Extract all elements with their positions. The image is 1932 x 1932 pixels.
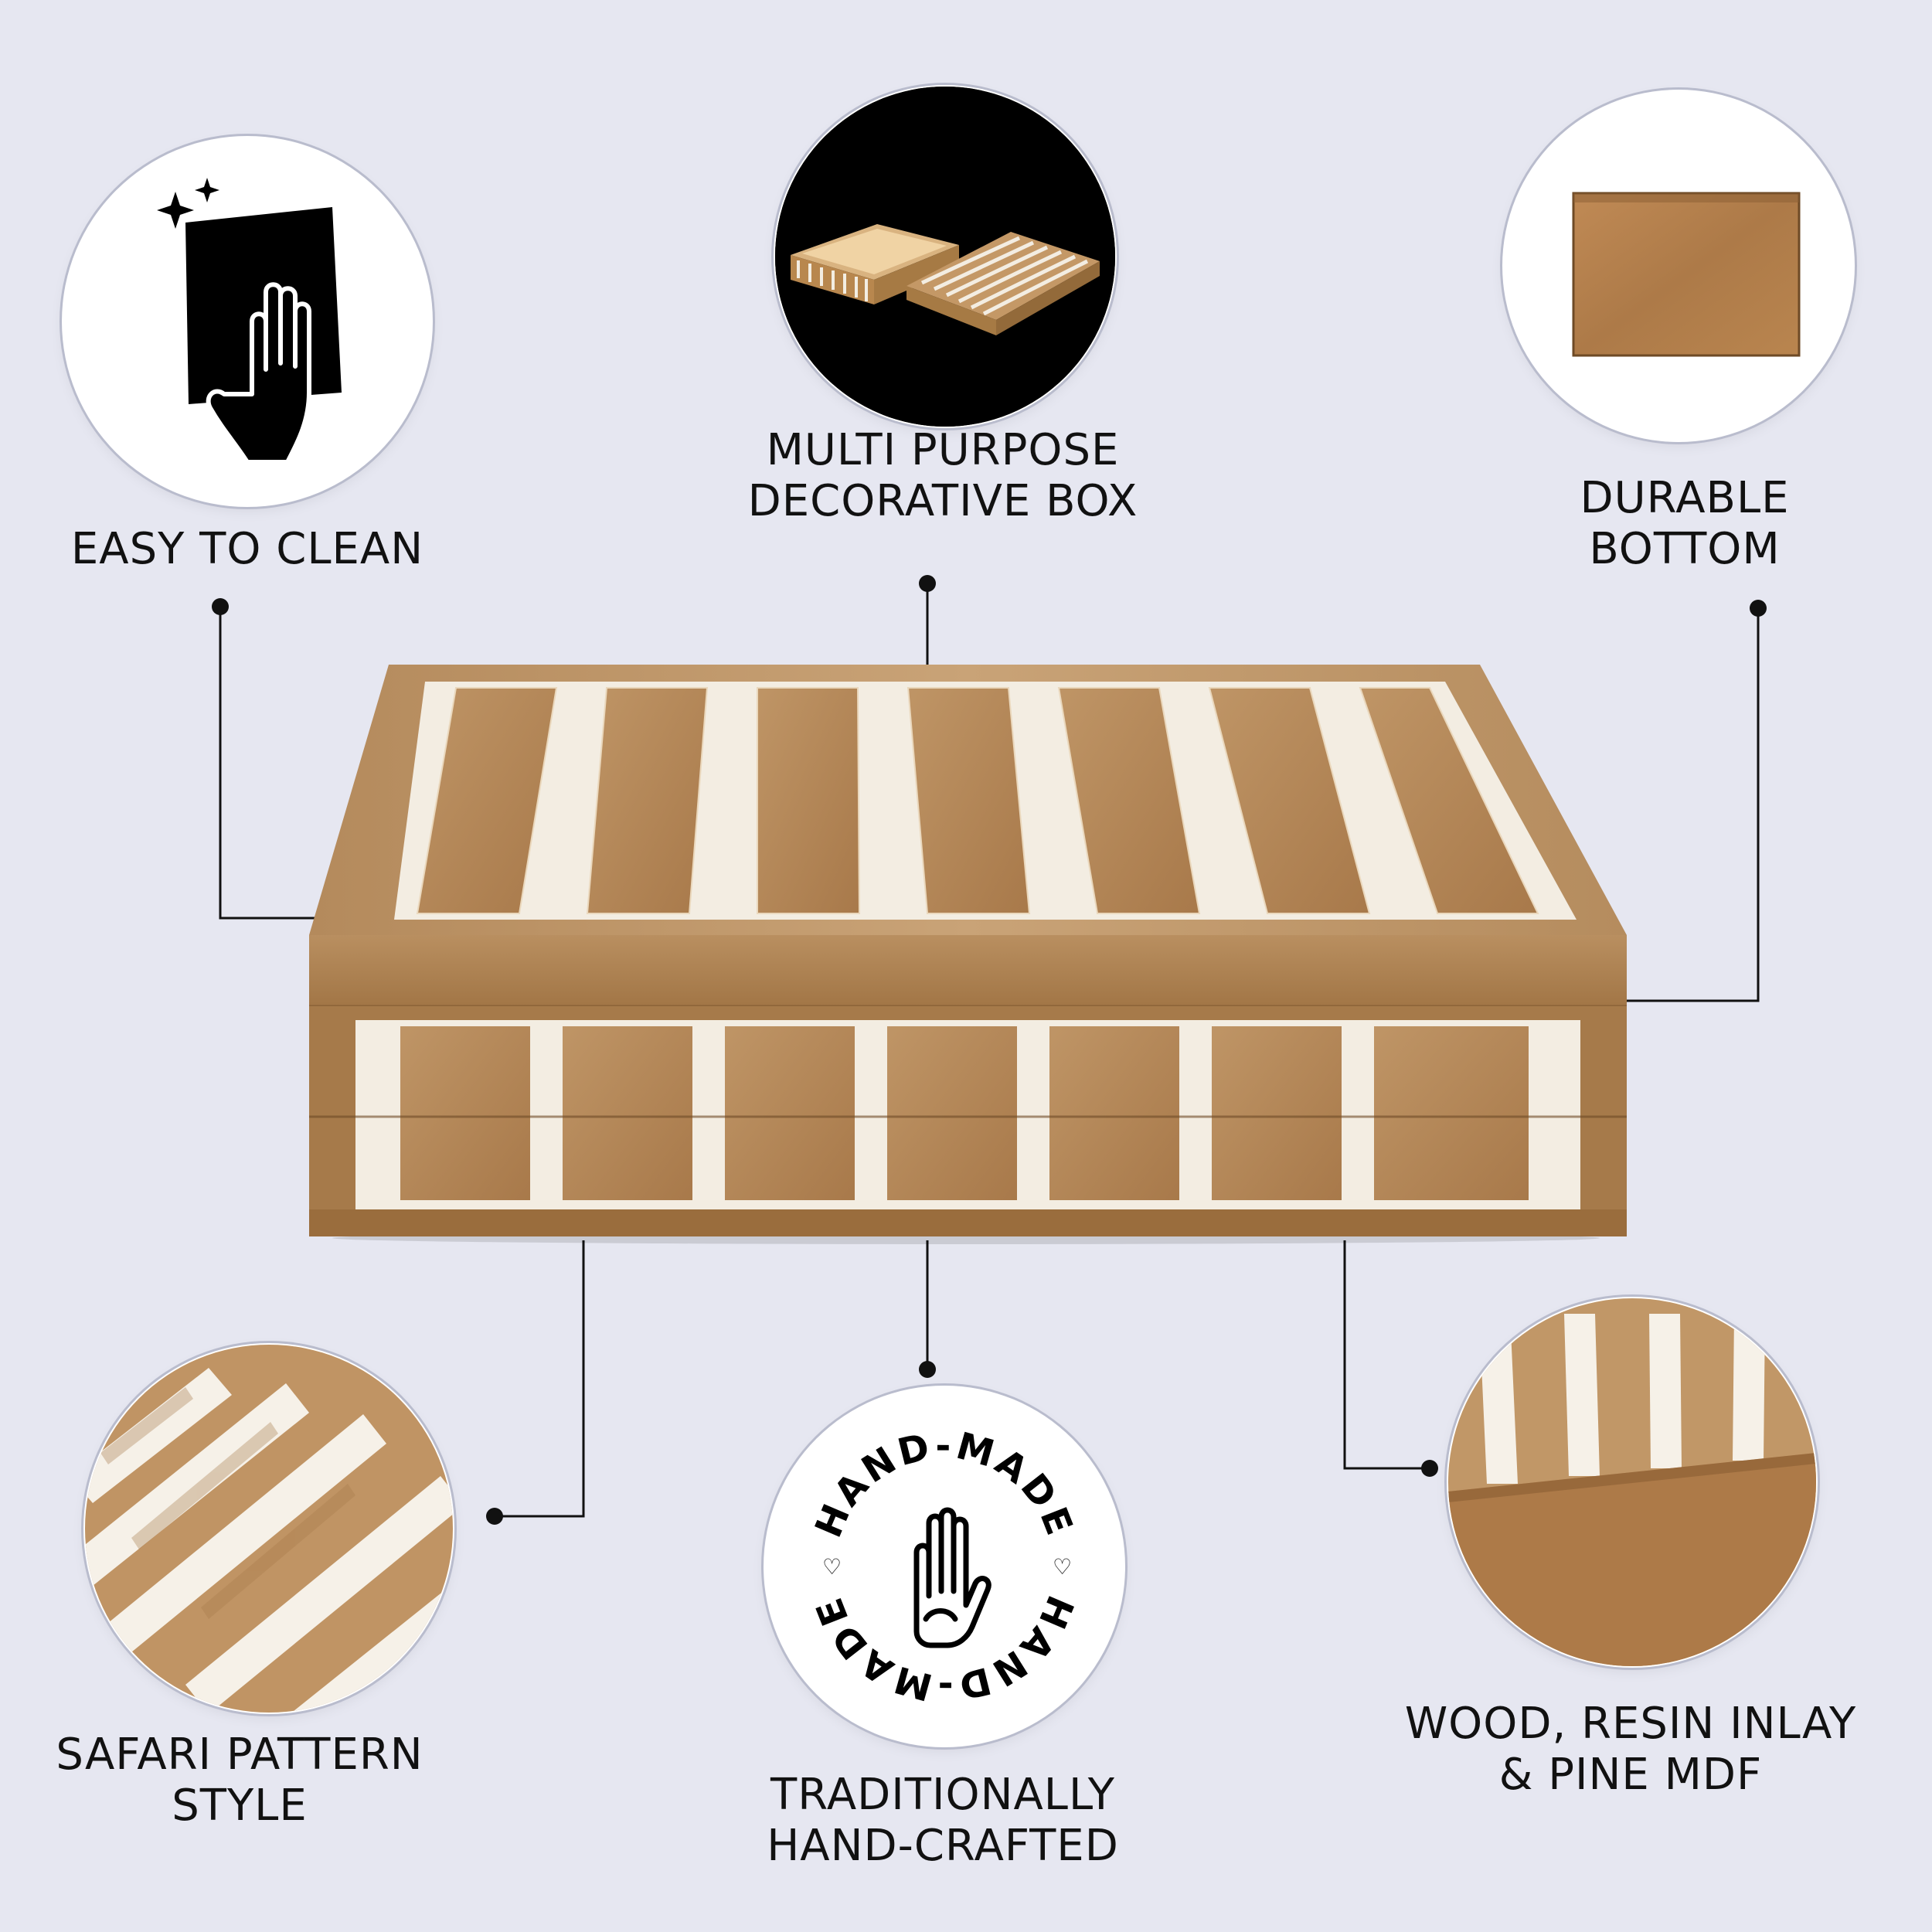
leader-dot-material xyxy=(1421,1460,1438,1477)
hand-made-badge: HAND-MADE HAND-MADE ♡ ♡ xyxy=(807,1424,1082,1709)
hand-crafted-label: TRADITIONALLY HAND-CRAFTED xyxy=(767,1770,1119,1871)
material-circle xyxy=(1448,1298,1816,1666)
easy-clean-label: EASY TO CLEAN xyxy=(70,524,424,574)
raised-hand-icon xyxy=(913,1507,992,1648)
hand-made-circle: HAND-MADE HAND-MADE ♡ ♡ xyxy=(765,1387,1124,1746)
leader-dot-safari xyxy=(486,1508,503,1525)
material-label: WOOD, RESIN INLAY & PINE MDF xyxy=(1404,1699,1857,1800)
safari-pattern-circle xyxy=(85,1345,453,1713)
multi-purpose-label: MULTI PURPOSE DECORATIVE BOX xyxy=(747,425,1138,526)
leader-dot-multi-purpose xyxy=(919,575,936,592)
svg-text:♡: ♡ xyxy=(1053,1554,1072,1580)
decorative-box-photo xyxy=(309,665,1627,1244)
safari-pattern-label: SAFARI PATTERN STYLE xyxy=(56,1730,423,1831)
svg-text:HAND-MADE: HAND-MADE xyxy=(807,1424,1082,1544)
svg-text:♡: ♡ xyxy=(822,1554,842,1580)
box-bottom-photo xyxy=(1572,192,1801,357)
leader-dot-handcrafted xyxy=(919,1361,936,1378)
multi-purpose-circle xyxy=(775,87,1115,427)
material-closeup xyxy=(1448,1298,1816,1666)
svg-text:HAND-MADE: HAND-MADE xyxy=(807,1590,1082,1709)
leader-dot-easy-clean xyxy=(212,598,229,615)
easy-clean-circle xyxy=(63,138,431,505)
open-box-photo xyxy=(775,87,1115,427)
durable-bottom-circle xyxy=(1504,91,1853,440)
durable-bottom-label: DURABLE BOTTOM xyxy=(1580,473,1790,574)
safari-pattern-closeup xyxy=(85,1345,453,1713)
hand-wipe-icon xyxy=(157,178,342,464)
leader-dot-durable xyxy=(1750,600,1767,617)
